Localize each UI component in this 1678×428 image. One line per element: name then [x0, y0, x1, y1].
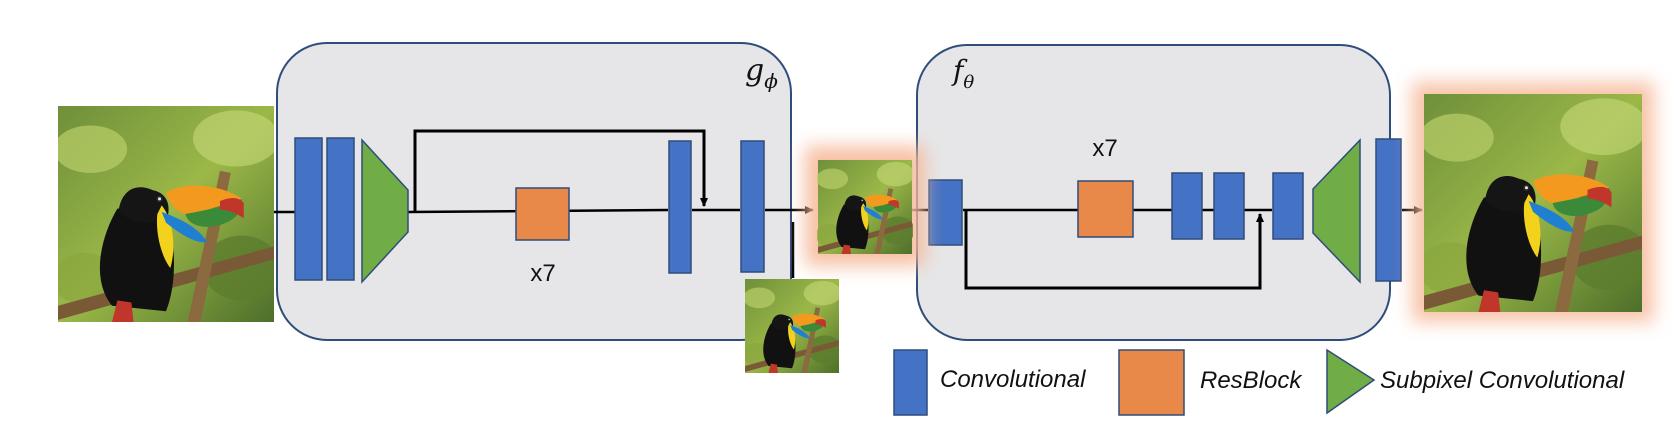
encoder-repeat-label: x7: [530, 260, 555, 287]
decoder-conv-block-4: [1272, 172, 1304, 240]
legend: Convolutional ResBlock Subpixel Convolut…: [893, 348, 1625, 416]
encoder-resblock: [515, 187, 570, 241]
decoder-conv-block-5: [1375, 138, 1402, 282]
decoder-conv-block-3: [1213, 172, 1245, 240]
decoder-conv-block-1: [928, 179, 963, 246]
legend-resblock-swatch: [1118, 349, 1185, 416]
legend-conv-swatch: [893, 349, 928, 416]
input-image: [58, 106, 274, 322]
encoder-conv-block-2: [326, 137, 355, 281]
decoder-skip-connection: [964, 210, 1264, 290]
decoder-conv-block-2: [1171, 172, 1203, 240]
legend-subpixel-swatch: [1326, 348, 1376, 415]
decoder-resblock: [1077, 180, 1134, 238]
legend-resblock-label: ResBlock: [1200, 367, 1303, 394]
output-image: [1412, 82, 1654, 322]
encoder-conv-block-3: [668, 140, 692, 274]
encoder-skip-connection: [413, 129, 708, 212]
encoder-conv-block-4: [740, 140, 765, 273]
decoder-repeat-label: x7: [1092, 135, 1117, 162]
encoder-subpixel-block: [361, 138, 409, 284]
encoder-module-label: gϕ: [745, 53, 778, 93]
legend-subpixel-label: Subpixel Convolutional: [1380, 367, 1625, 394]
lowres-image: [805, 146, 925, 266]
encoder-conv-block-1: [294, 137, 323, 281]
lowres-image-copy: [745, 279, 839, 373]
decoder-subpixel-block: [1312, 138, 1361, 284]
legend-conv-label: Convolutional: [940, 366, 1086, 393]
